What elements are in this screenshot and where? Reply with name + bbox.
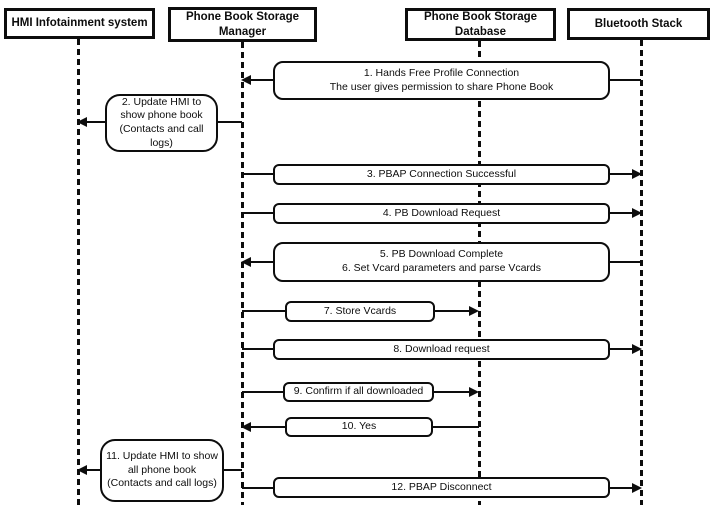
arrowhead-left-icon bbox=[77, 117, 87, 127]
message-line bbox=[86, 469, 101, 471]
participant-bluetooth-stack: Bluetooth Stack bbox=[567, 8, 710, 40]
message-text: 2. Update HMI to show phone book (Contac… bbox=[119, 95, 204, 149]
message-line bbox=[432, 426, 479, 428]
message-line bbox=[434, 310, 470, 312]
participant-label: Phone Book Storage Manager bbox=[185, 11, 300, 38]
lifeline-hmi-infotainment bbox=[77, 39, 80, 505]
participant-label: Phone Book Storage Database bbox=[423, 11, 538, 38]
message-line bbox=[242, 487, 274, 489]
arrowhead-left-icon bbox=[77, 465, 87, 475]
arrowhead-right-icon bbox=[632, 169, 642, 179]
message-box-4: 4. PB Download Request bbox=[273, 203, 610, 224]
arrowhead-left-icon bbox=[241, 75, 251, 85]
message-box-8: 8. Download request bbox=[273, 339, 610, 360]
message-box-1: 1. Hands Free Profile Connection The use… bbox=[273, 61, 610, 100]
arrowhead-right-icon bbox=[632, 208, 642, 218]
message-line bbox=[250, 261, 274, 263]
message-box-5-6: 5. PB Download Complete 6. Set Vcard par… bbox=[273, 242, 610, 282]
lifeline-phonebook-storage-manager bbox=[241, 42, 244, 505]
message-line bbox=[217, 121, 242, 123]
message-line bbox=[609, 212, 633, 214]
message-line bbox=[242, 310, 286, 312]
arrowhead-right-icon bbox=[632, 483, 642, 493]
message-box-7: 7. Store Vcards bbox=[285, 301, 435, 322]
message-text: The user gives permission to share Phone… bbox=[329, 80, 554, 93]
participant-label: Bluetooth Stack bbox=[594, 17, 683, 30]
arrowhead-right-icon bbox=[469, 306, 479, 316]
message-text: 11. Update HMI to show all phone book (C… bbox=[106, 450, 218, 490]
participant-hmi-infotainment: HMI Infotainment system bbox=[4, 8, 155, 39]
arrowhead-left-icon bbox=[241, 257, 251, 267]
message-line bbox=[242, 173, 274, 175]
message-text: 6. Set Vcard parameters and parse Vcards bbox=[341, 262, 542, 274]
message-box-11: 11. Update HMI to show all phone book (C… bbox=[100, 439, 224, 502]
message-line bbox=[250, 426, 286, 428]
message-line bbox=[86, 121, 106, 123]
arrowhead-right-icon bbox=[469, 387, 479, 397]
participant-label: HMI Infotainment system bbox=[11, 17, 148, 30]
message-line bbox=[609, 348, 633, 350]
message-box-3: 3. PBAP Connection Successful bbox=[273, 164, 610, 185]
message-line bbox=[609, 79, 641, 81]
message-line bbox=[242, 348, 274, 350]
message-text: 9. Confirm if all downloaded bbox=[293, 385, 424, 398]
arrowhead-left-icon bbox=[241, 422, 251, 432]
message-text: 3. PBAP Connection Successful bbox=[366, 167, 517, 180]
message-line bbox=[609, 261, 641, 263]
arrowhead-right-icon bbox=[632, 344, 642, 354]
message-text: 12. PBAP Disconnect bbox=[391, 480, 492, 493]
message-box-9: 9. Confirm if all downloaded bbox=[283, 382, 434, 402]
message-line bbox=[433, 391, 470, 393]
message-text: 5. PB Download Complete bbox=[379, 248, 504, 261]
message-box-2: 2. Update HMI to show phone book (Contac… bbox=[105, 94, 218, 152]
participant-phonebook-storage-database: Phone Book Storage Database bbox=[405, 8, 556, 41]
message-line bbox=[609, 173, 633, 175]
message-text: 8. Download request bbox=[393, 342, 490, 355]
message-line bbox=[242, 212, 274, 214]
message-text: 7. Store Vcards bbox=[323, 304, 397, 317]
message-line bbox=[242, 391, 284, 393]
message-text: 10. Yes bbox=[341, 420, 377, 433]
message-line bbox=[609, 487, 633, 489]
message-text: 4. PB Download Request bbox=[382, 206, 501, 219]
message-text: 1. Hands Free Profile Connection bbox=[363, 66, 520, 79]
message-line bbox=[223, 469, 242, 471]
message-line bbox=[250, 79, 274, 81]
message-box-12: 12. PBAP Disconnect bbox=[273, 477, 610, 498]
lifeline-bluetooth-stack bbox=[640, 40, 643, 505]
message-box-10: 10. Yes bbox=[285, 417, 433, 437]
participant-phonebook-storage-manager: Phone Book Storage Manager bbox=[168, 7, 317, 42]
